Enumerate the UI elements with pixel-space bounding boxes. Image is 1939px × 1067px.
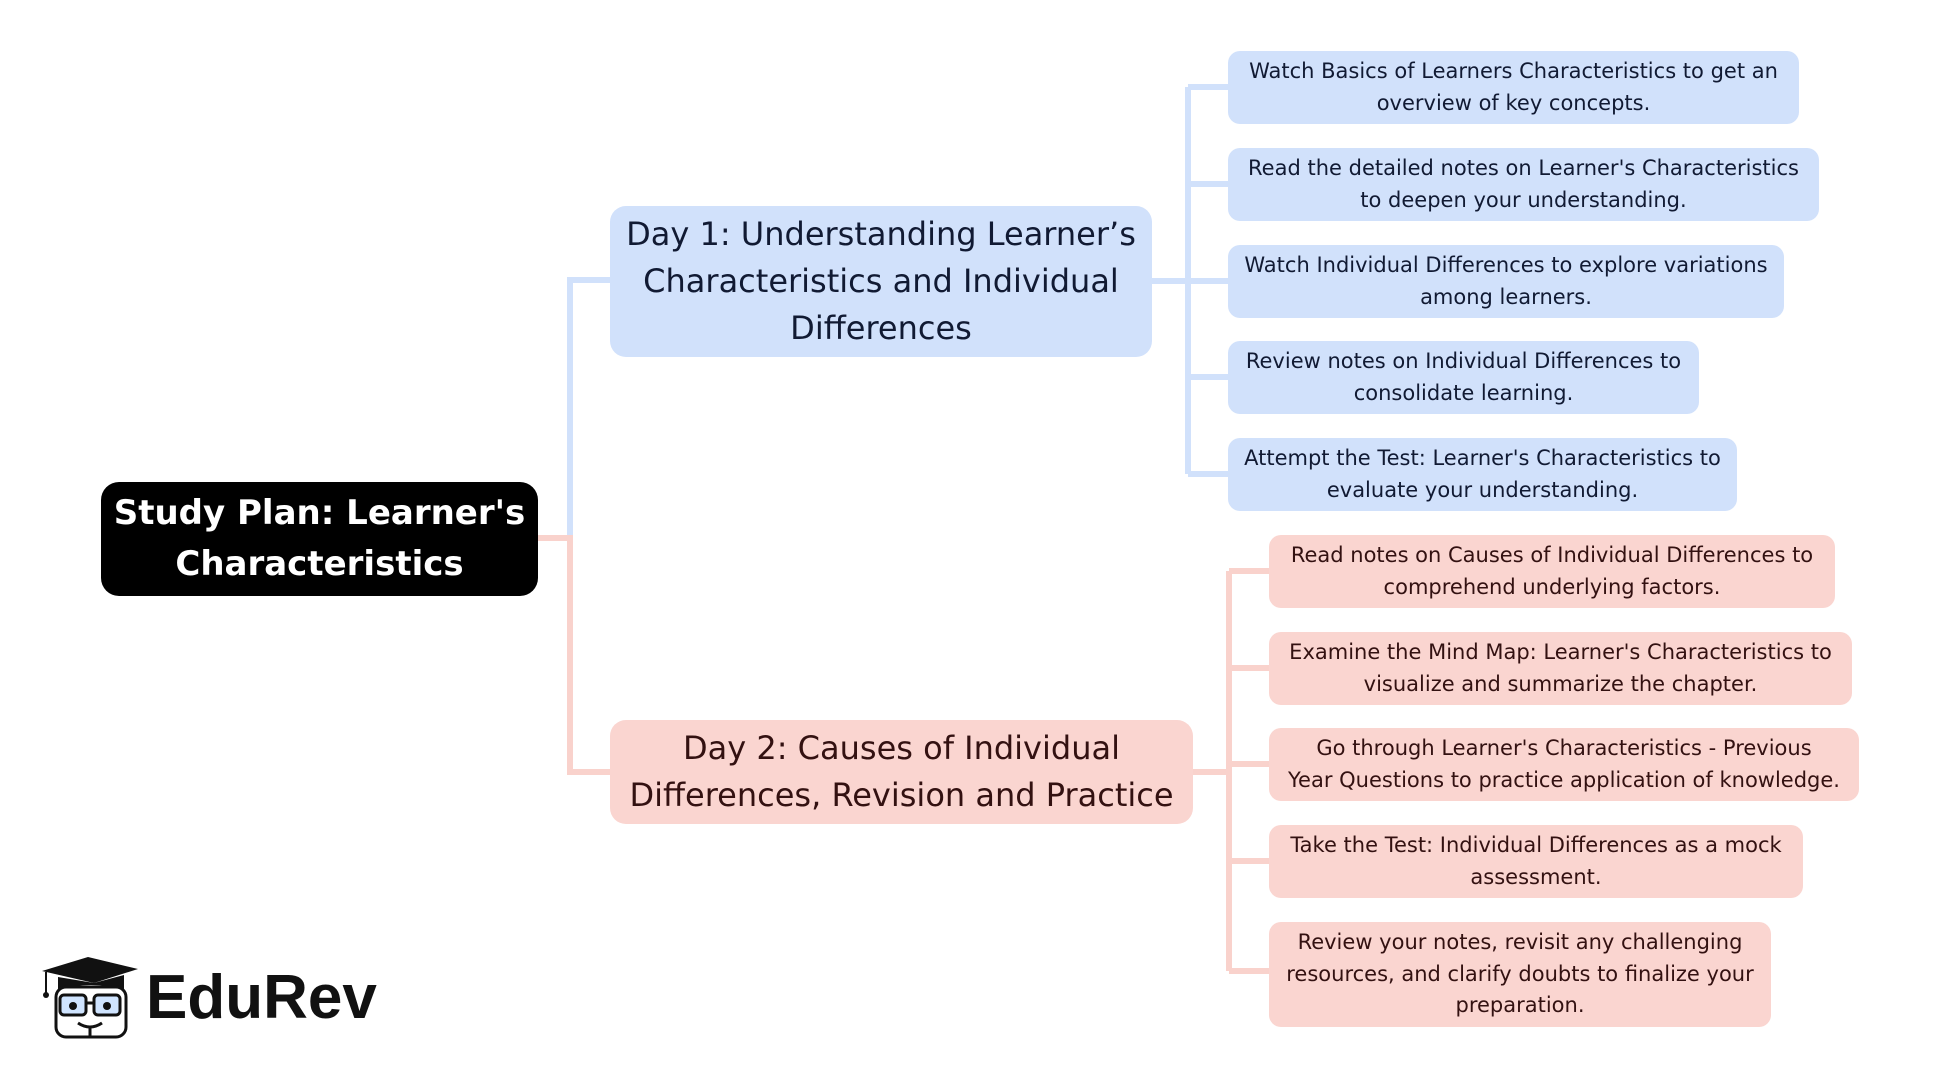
- connector-root-day2: [538, 535, 610, 775]
- task-text-line: overview of key concepts.: [1376, 90, 1651, 115]
- day-2-task-5: Review your notes, revisit any challengi…: [1269, 922, 1771, 1027]
- task-text-line: Review your notes, revisit any challengi…: [1297, 930, 1743, 955]
- task-text-line: Watch Individual Differences to explore …: [1244, 253, 1768, 277]
- root-title-line-1: Study Plan: Learner's: [113, 493, 526, 533]
- day-2-node: Day 2: Causes of Individual Differences,…: [610, 720, 1193, 824]
- task-text-line: Examine the Mind Map: Learner's Characte…: [1289, 640, 1832, 664]
- task-text-line: comprehend underlying factors.: [1383, 574, 1721, 599]
- day-1-task-1: Watch Basics of Learners Characteristics…: [1228, 51, 1799, 124]
- connector-root-day1: [538, 277, 610, 541]
- task-text-line: Year Questions to practice application o…: [1288, 767, 1840, 792]
- day-2-title-line: Differences, Revision and Practice: [629, 776, 1174, 814]
- root-node: Study Plan: Learner's Characteristics: [101, 482, 538, 596]
- day-1-node: Day 1: Understanding Learner’s Character…: [610, 206, 1152, 357]
- day-1-title-line: Characteristics and Individual: [643, 262, 1119, 300]
- day-2-title-line: Day 2: Causes of Individual: [683, 729, 1120, 767]
- task-text-line: assessment.: [1470, 864, 1602, 889]
- day-2-task-2: Examine the Mind Map: Learner's Characte…: [1269, 632, 1852, 705]
- day-1-task-5: Attempt the Test: Learner's Characterist…: [1228, 438, 1737, 511]
- day-2-task-1: Read notes on Causes of Individual Diffe…: [1269, 535, 1835, 608]
- task-text-line: Go through Learner's Characteristics - P…: [1316, 736, 1812, 760]
- task-text-line: consolidate learning.: [1353, 380, 1574, 405]
- day-1-task-2: Read the detailed notes on Learner's Cha…: [1228, 148, 1819, 221]
- edurev-logo-text: EduRev: [146, 963, 377, 1032]
- day-2-task-3: Go through Learner's Characteristics - P…: [1269, 728, 1859, 801]
- day-2-task-4: Take the Test: Individual Differences as…: [1269, 825, 1803, 898]
- task-text-line: Review notes on Individual Differences t…: [1245, 349, 1682, 373]
- task-text-line: to deepen your understanding.: [1360, 187, 1687, 212]
- graduation-cap-icon: [42, 957, 138, 1039]
- task-text-line: Watch Basics of Learners Characteristics…: [1249, 59, 1778, 83]
- task-text-line: resources, and clarify doubts to finaliz…: [1286, 961, 1754, 986]
- day-1-task-4: Review notes on Individual Differences t…: [1228, 341, 1699, 414]
- task-text-line: visualize and summarize the chapter.: [1363, 671, 1758, 696]
- day-1-title-line: Differences: [790, 309, 972, 347]
- task-text-line: preparation.: [1455, 993, 1585, 1018]
- task-text-line: Read notes on Causes of Individual Diffe…: [1290, 543, 1814, 567]
- task-text-line: among learners.: [1420, 284, 1592, 309]
- root-title-line-2: Characteristics: [175, 544, 464, 584]
- day-1-task-3: Watch Individual Differences to explore …: [1228, 245, 1784, 318]
- task-text-line: evaluate your understanding.: [1326, 477, 1639, 502]
- connector-day1-branches: [1188, 84, 1228, 477]
- task-text-line: Attempt the Test: Learner's Characterist…: [1244, 446, 1721, 470]
- task-text-line: Read the detailed notes on Learner's Cha…: [1248, 156, 1799, 180]
- day-1-title-line: Day 1: Understanding Learner’s: [626, 215, 1136, 253]
- connector-day2-branches: [1229, 568, 1269, 974]
- task-text-line: Take the Test: Individual Differences as…: [1290, 833, 1782, 857]
